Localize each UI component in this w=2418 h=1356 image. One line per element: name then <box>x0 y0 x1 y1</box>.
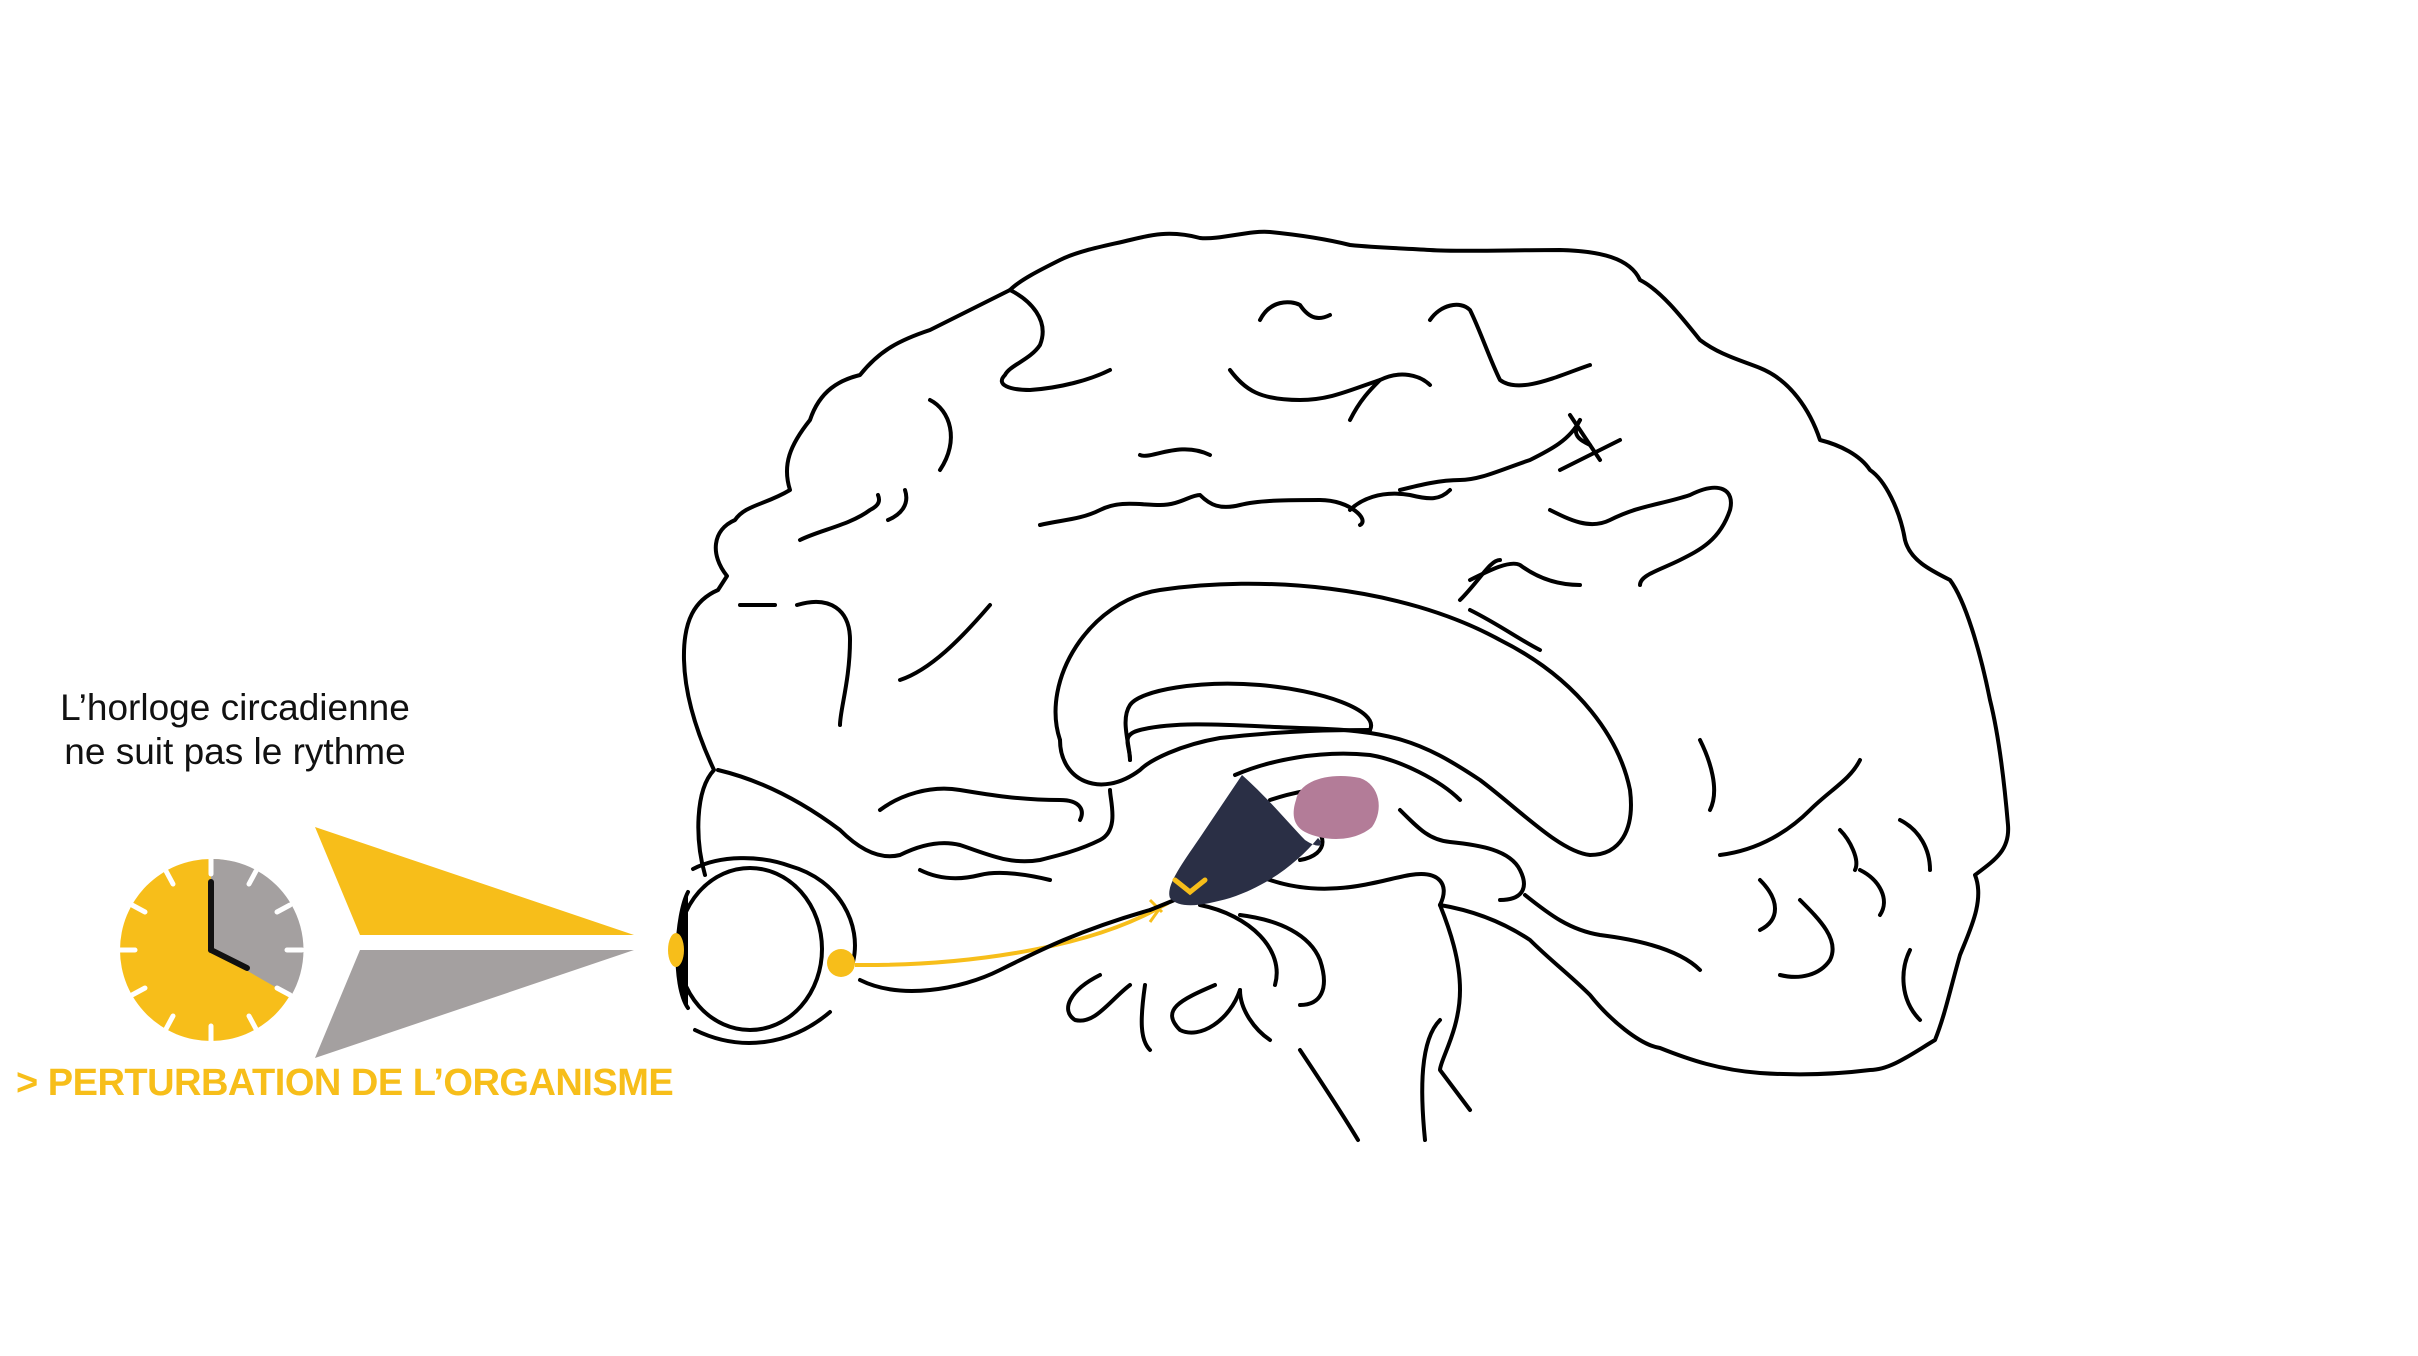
caption: L’horloge circadienne ne suit pas le ryt… <box>0 686 470 774</box>
clock-icon <box>117 856 305 1044</box>
eye-icon <box>668 856 857 1045</box>
gland-region <box>1293 776 1379 839</box>
brain-icon <box>681 229 2011 1142</box>
suprachiasmatic-nucleus <box>1169 775 1322 906</box>
optic-nerve <box>827 898 1169 977</box>
arrow-icon <box>315 827 634 1058</box>
caption-line-2: ne suit pas le rythme <box>64 731 406 772</box>
effect-label: > PERTURBATION DE L’ORGANISME <box>16 1062 674 1104</box>
caption-line-1: L’horloge circadienne <box>60 687 410 728</box>
